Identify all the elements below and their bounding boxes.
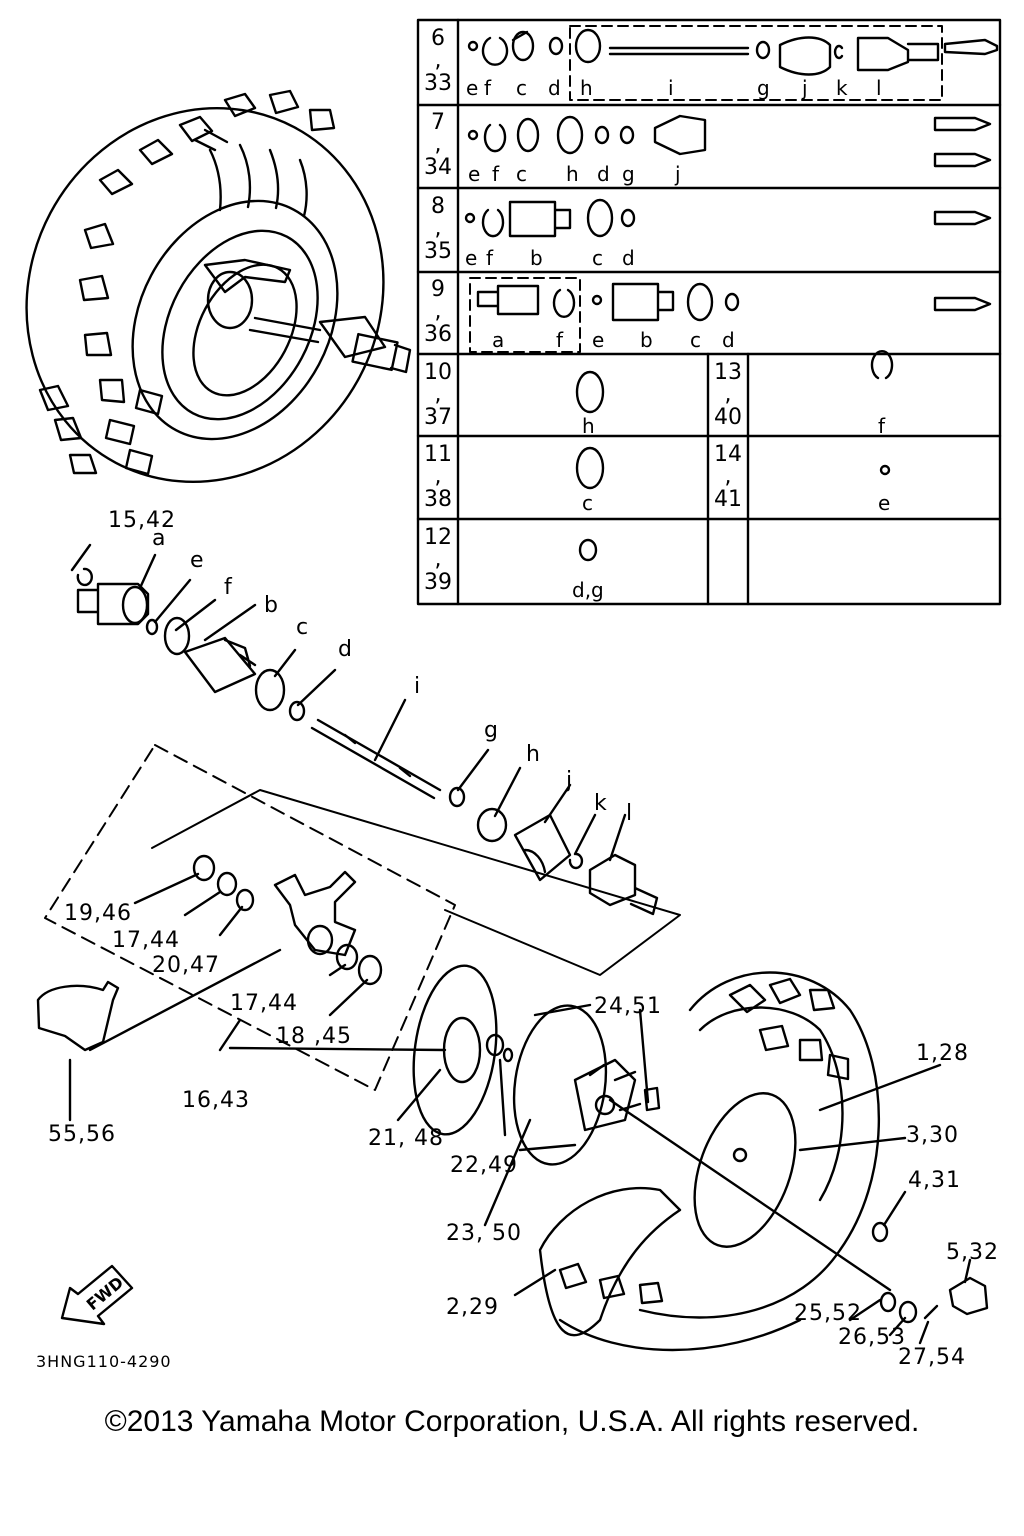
table-letter: b (530, 246, 543, 270)
table-letter: h (566, 162, 579, 186)
part-label-55-56: 55,56 (48, 1122, 116, 1147)
part-label-3-30: 3,30 (906, 1123, 959, 1148)
table-letter: c (592, 246, 603, 270)
table-row-8-35: 8 , 35 (424, 194, 452, 264)
part-label-16-43: 16,43 (182, 1088, 250, 1113)
table-row-13-40: 13 , 40 (714, 360, 742, 430)
part-letter: h (526, 742, 541, 767)
table-letter: e (465, 246, 478, 270)
part-label-20-47: 20,47 (152, 953, 220, 978)
part-letter: a (152, 526, 167, 551)
table-row-12-39: 12 , 39 (424, 525, 452, 595)
part-label-23-50: 23, 50 (446, 1221, 522, 1246)
table-letter: l (876, 76, 882, 100)
table-letter: g (622, 162, 635, 186)
part-letter: e (190, 548, 205, 573)
table-letter: c (516, 76, 527, 100)
table-letter: c (516, 162, 527, 186)
diagram-code: 3HNG110-4290 (36, 1352, 172, 1371)
table-letter: a (492, 328, 505, 352)
part-letter: g (484, 718, 499, 743)
table-letter: e (468, 162, 481, 186)
table-row-14-41: 14 , 41 (714, 442, 742, 512)
part-label-19-46: 19,46 (64, 901, 132, 926)
exploded-drive-shaft (70, 543, 659, 916)
part-label-21-48: 21, 48 (368, 1126, 444, 1151)
part-label-15-42: 15,42 (108, 508, 176, 533)
part-letter: i (414, 674, 422, 699)
table-letter: d (597, 162, 610, 186)
knuckle-group-box (36, 744, 681, 1122)
table-letter: f (484, 76, 492, 100)
part-label-22-49: 22,49 (450, 1153, 518, 1178)
part-letter: j (566, 768, 574, 793)
exploded-wheel-hub (228, 964, 989, 1352)
table-letter: j (802, 76, 808, 100)
part-letter: f (224, 575, 233, 600)
table-letter: g (757, 76, 770, 100)
table-row-7-34: 7 , 34 (424, 110, 452, 180)
table-letter: h (580, 76, 593, 100)
part-label-5-32: 5,32 (946, 1240, 999, 1265)
table-letter: d,g (572, 578, 604, 602)
table-row-9-36: 9 , 36 (424, 277, 452, 347)
table-letter: d (722, 328, 735, 352)
part-label-27-54: 27,54 (898, 1345, 966, 1370)
assembled-wheel-tire (25, 89, 412, 483)
table-letter: i (668, 76, 674, 100)
part-label-18-45: 18 ,45 (276, 1024, 352, 1049)
table-letter: f (878, 414, 886, 438)
part-label-17-44b: 17,44 (230, 991, 298, 1016)
part-label-4-31: 4,31 (908, 1168, 961, 1193)
table-letter: b (640, 328, 653, 352)
table-letter: j (675, 162, 681, 186)
table-letter: d (622, 246, 635, 270)
part-letter: b (264, 593, 279, 618)
part-label-25-52: 25,52 (794, 1301, 862, 1326)
parts-table (416, 18, 1002, 606)
part-letter: d (338, 637, 353, 662)
part-label-2-29: 2,29 (446, 1295, 499, 1320)
table-row-11-38: 11 , 38 (424, 442, 452, 512)
table-letter: f (486, 246, 494, 270)
part-letter: l (626, 801, 634, 826)
part-label-17-44: 17,44 (112, 928, 180, 953)
table-letter: e (592, 328, 605, 352)
part-label-1-28: 1,28 (916, 1041, 969, 1066)
table-letter: f (492, 162, 500, 186)
table-letter: e (466, 76, 479, 100)
part-letter: c (296, 615, 310, 640)
table-row-10-37: 10 , 37 (424, 360, 452, 430)
fwd-arrow-icon (60, 1264, 134, 1326)
part-label-24-51: 24,51 (594, 994, 662, 1019)
table-letter: e (878, 491, 891, 515)
part-letter: k (594, 791, 608, 816)
table-letter: d (548, 76, 561, 100)
table-row-6-33: 6 , 33 (424, 26, 452, 96)
part-label-26-53: 26,53 (838, 1325, 906, 1350)
table-letter: c (690, 328, 701, 352)
table-letter: h (582, 414, 595, 438)
table-letter: f (556, 328, 564, 352)
table-letter: c (582, 491, 593, 515)
copyright-notice: ©2013 Yamaha Motor Corporation, U.S.A. A… (104, 1405, 920, 1438)
table-letter: k (836, 76, 848, 100)
